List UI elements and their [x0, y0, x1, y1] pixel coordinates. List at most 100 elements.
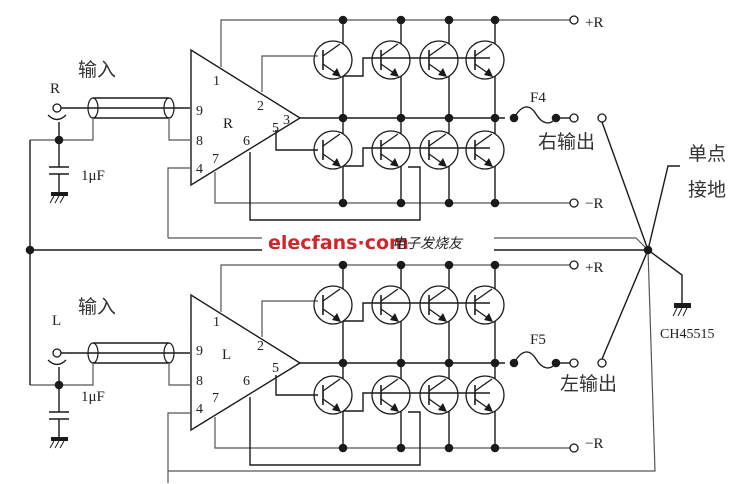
right-pin-3: 3	[283, 113, 290, 128]
pos-rail-dot	[338, 260, 348, 270]
pos-rail-dot	[444, 260, 454, 270]
npn-transistor-icon	[419, 130, 459, 170]
left-pin-2: 2	[257, 339, 264, 354]
transistor-collector	[380, 133, 399, 147]
transistor-body	[419, 285, 459, 325]
transistor-body	[465, 130, 505, 170]
ground-hatch	[672, 307, 678, 317]
neg-rail-dot	[490, 443, 500, 453]
pin2-wire	[261, 55, 318, 92]
transistor-collector	[380, 288, 399, 302]
right-neg-rail-label: −R	[585, 196, 603, 212]
npn-transistor-icon	[465, 375, 505, 415]
ground-hatch	[682, 307, 688, 317]
transistor-body	[371, 285, 411, 325]
neg-rail-terminal	[569, 443, 579, 453]
shield-ground-wire	[30, 363, 94, 386]
transistor-collector	[428, 288, 447, 302]
left-fuse-label: F5	[530, 332, 546, 348]
single-point-label-2: 接地	[688, 179, 726, 201]
right-pos-rail-label: +R	[585, 15, 603, 31]
left-jack-label: L	[52, 313, 61, 329]
left-pin4-return	[168, 249, 656, 472]
npn-transistor-icon	[313, 40, 353, 80]
ground-bar	[51, 192, 68, 196]
ground-hatch	[54, 195, 60, 204]
right-channel	[30, 15, 607, 238]
ground-bar	[51, 437, 68, 441]
transistor-collector	[474, 43, 493, 57]
transistor-body	[313, 130, 353, 170]
npn-transistor-icon	[313, 375, 353, 415]
driver-coupling-wire	[343, 392, 490, 412]
left-channel	[30, 260, 607, 483]
pos-rail-terminal	[569, 15, 579, 25]
transistor-collector	[474, 133, 493, 147]
ground-hatch	[59, 440, 65, 449]
pos-rail-dot	[338, 15, 348, 25]
npn-transistor-icon	[371, 40, 411, 80]
left-pin-1: 1	[213, 315, 220, 330]
transistor-body	[419, 375, 459, 415]
pos-rail-wire	[220, 19, 570, 67]
transistor-body	[371, 375, 411, 415]
right-pin-2: 2	[257, 99, 264, 114]
pin2-wire	[261, 300, 318, 337]
fuse-icon	[513, 351, 557, 369]
neg-rail-dot	[338, 443, 348, 453]
ground-network	[25, 121, 691, 472]
left-pin-8: 8	[196, 374, 203, 389]
watermark-background	[262, 228, 494, 256]
transistor-collector	[380, 378, 399, 392]
npn-transistor-icon	[371, 130, 411, 170]
output-return-terminal	[597, 113, 607, 123]
right-jack-label: R	[50, 81, 60, 97]
npn-transistor-icon	[371, 285, 411, 325]
emitter-arrow-icon	[332, 68, 341, 77]
neg-rail-dot	[490, 198, 500, 208]
right-input-label: 输入	[78, 59, 116, 81]
right-fuse-label: F4	[530, 90, 546, 106]
ground-hatch	[54, 440, 60, 449]
neg-rail-dot	[396, 198, 406, 208]
driver-coupling-wire	[343, 302, 490, 322]
left-amp-label: L	[222, 347, 231, 363]
transistor-collector	[474, 378, 493, 392]
npn-transistor-icon	[419, 375, 459, 415]
ground-hatch	[59, 195, 65, 204]
neg-rail-wire	[214, 172, 570, 204]
transistor-body	[465, 40, 505, 80]
pin5-wire	[275, 130, 318, 151]
ground-bar	[674, 303, 691, 308]
transistor-collector	[322, 43, 341, 57]
transistor-collector	[380, 43, 399, 57]
chassis-ground-wire	[647, 249, 683, 303]
left-pin-5: 5	[272, 361, 279, 376]
emitter-arrow-icon	[438, 68, 447, 77]
emitter-arrow-icon	[390, 313, 399, 322]
npn-transistor-icon	[465, 285, 505, 325]
pos-rail-terminal	[569, 260, 579, 270]
ground-icon	[49, 437, 68, 449]
driver-coupling-wire	[343, 57, 490, 77]
pos-rail-dot	[396, 15, 406, 25]
emitter-arrow-icon	[390, 68, 399, 77]
transistor-collector	[428, 378, 447, 392]
emitter-arrow-icon	[332, 403, 341, 412]
pos-rail-dot	[444, 15, 454, 25]
output-terminal	[569, 358, 579, 368]
right-pin-7: 7	[212, 152, 219, 167]
ground-hatch	[49, 440, 55, 449]
transistor-body	[313, 375, 353, 415]
right-output-label: 右输出	[538, 131, 595, 153]
transistor-body	[465, 285, 505, 325]
transistor-body	[313, 40, 353, 80]
single-point-label-1: 单点	[688, 143, 726, 165]
emitter-arrow-icon	[332, 313, 341, 322]
right-amp-label: R	[223, 116, 233, 132]
emitter-arrow-icon	[390, 403, 399, 412]
right-pin-1: 1	[213, 74, 220, 89]
emitter-arrow-icon	[390, 158, 399, 167]
emitter-arrow-icon	[484, 158, 493, 167]
